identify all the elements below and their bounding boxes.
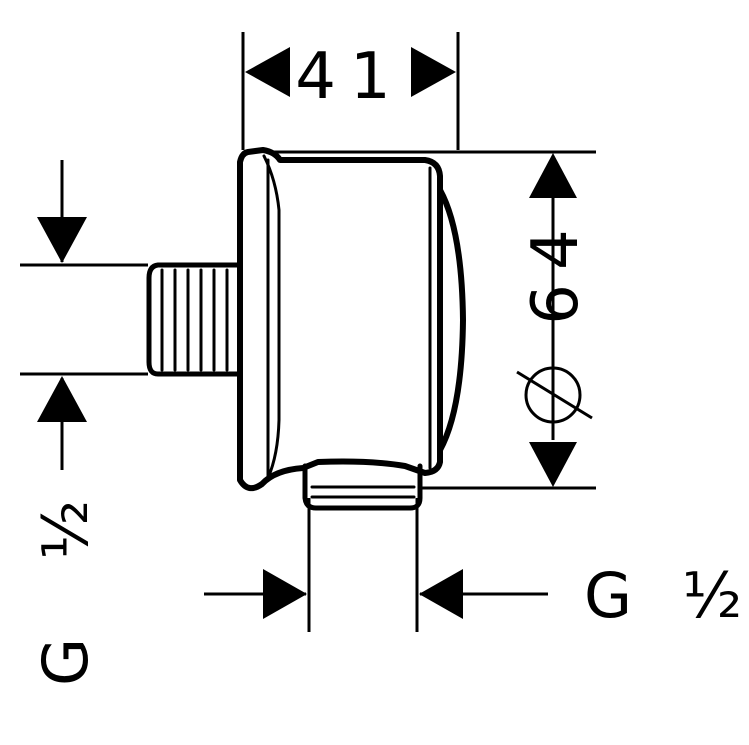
front-cap xyxy=(437,187,466,453)
diameter-value: 64 xyxy=(519,215,593,324)
outlet-thread-g: G xyxy=(584,559,632,632)
width-value: 41 xyxy=(295,40,404,114)
inlet-thread-g: G xyxy=(29,638,102,686)
inlet-arrow-top xyxy=(37,217,87,263)
flange-inner-line xyxy=(262,154,281,480)
outlet-stub-outline xyxy=(302,463,423,511)
diameter-symbol-icon xyxy=(516,366,593,424)
inlet-thread-dimension: G ½ xyxy=(29,160,102,686)
width-dimension: 41 xyxy=(245,40,456,114)
extension-lines xyxy=(20,32,596,632)
diameter-arrow-bottom xyxy=(529,442,577,487)
wall-outlet-part xyxy=(146,147,466,511)
diameter-arrow-top xyxy=(529,153,577,198)
body-outline xyxy=(237,147,443,492)
outlet-thread-dimension: G ½ xyxy=(204,559,742,632)
diameter-dimension: 64 xyxy=(516,153,593,487)
outlet-arrow-right xyxy=(419,569,463,619)
inlet-stub-outline xyxy=(146,262,243,377)
inlet-thread-fraction: ½ xyxy=(29,500,102,560)
outlet-arrow-left xyxy=(263,569,307,619)
inlet-arrow-bottom xyxy=(37,376,87,422)
width-arrow-left xyxy=(245,47,290,97)
outlet-thread-fraction: ½ xyxy=(682,559,742,632)
width-arrow-right xyxy=(411,47,456,97)
inlet-thread-lines xyxy=(160,268,229,372)
